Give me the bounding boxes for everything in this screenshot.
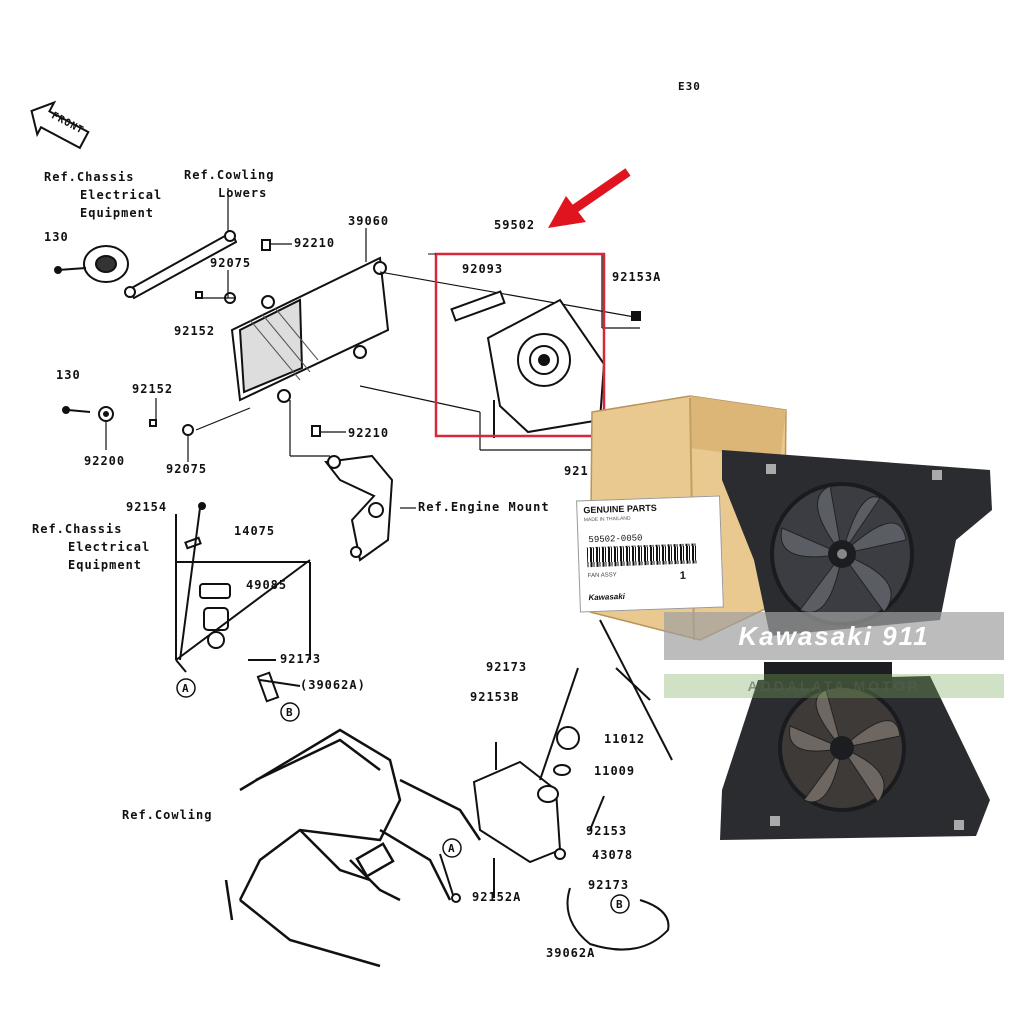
callout-92152A: 92152A xyxy=(472,890,522,904)
callout-59502: 59502 xyxy=(494,218,536,232)
callout-electrical-2: Electrical xyxy=(68,540,151,554)
horn xyxy=(54,245,129,283)
circle-markers xyxy=(176,678,630,914)
callout-39060: 39060 xyxy=(348,214,390,228)
fan-assembly-drawing xyxy=(450,290,606,438)
callout-39062A-paren: (39062A) xyxy=(300,678,366,692)
callout-43078: 43078 xyxy=(592,848,634,862)
bracket-upper xyxy=(124,230,238,300)
label-brand: Kawasaki xyxy=(588,591,626,603)
label-sub: MADE IN THAILAND xyxy=(583,515,631,524)
fan-highlight-box xyxy=(434,252,606,438)
marker-a-1: A xyxy=(182,682,190,695)
callout-92153B: 92153B xyxy=(470,690,520,704)
callout-equipment-1: Equipment xyxy=(80,206,155,220)
callout-92210-b: 92210 xyxy=(348,426,390,440)
callout-92152-a: 92152 xyxy=(174,324,216,338)
barcode xyxy=(586,543,698,568)
callout-ref-cowling-lowers: Ref.Cowling xyxy=(184,168,275,182)
callout-11009: 11009 xyxy=(594,764,636,778)
callout-92210-a: 92210 xyxy=(294,236,336,250)
callout-ref-engine-mount: Ref.Engine Mount xyxy=(418,500,550,514)
radiator xyxy=(230,256,390,403)
label-part-number: 59502-0050 xyxy=(588,533,643,546)
red-arrow-icon xyxy=(548,168,631,228)
genuine-parts-label: GENUINE PARTS MADE IN THAILAND 59502-005… xyxy=(576,495,724,613)
callout-ref-chassis-1: Ref.Chassis xyxy=(44,170,135,184)
page-code: E30 xyxy=(678,80,701,93)
label-desc: FAN ASSY xyxy=(587,572,617,580)
callout-921: 921 xyxy=(564,464,589,478)
engine-mount-bracket xyxy=(324,454,394,562)
front-arrow-icon xyxy=(30,100,90,150)
callout-92173-a: 92173 xyxy=(280,652,322,666)
callout-92093: 92093 xyxy=(462,262,504,276)
fan-photo-upper xyxy=(722,450,992,636)
callout-92153: 92153 xyxy=(586,824,628,838)
callout-lowers: Lowers xyxy=(218,186,268,200)
callout-39062A: 39062A xyxy=(546,946,596,960)
callout-92173-c: 92173 xyxy=(588,878,630,892)
marker-b-1: B xyxy=(286,706,294,719)
marker-b-2: B xyxy=(616,898,624,911)
callout-49085: 49085 xyxy=(246,578,288,592)
reservoir-tank xyxy=(439,619,673,951)
watermark-addalata-motor: ADDALATA MOTOR xyxy=(664,674,1004,698)
fan-photo-lower xyxy=(720,662,990,840)
callout-14075: 14075 xyxy=(234,524,276,538)
watermark-kawasaki-911: Kawasaki 911 xyxy=(664,612,1004,660)
callout-92153A: 92153A xyxy=(612,270,662,284)
callout-ref-chassis-2: Ref.Chassis xyxy=(32,522,123,536)
callout-11012: 11012 xyxy=(604,732,646,746)
label-qty: 1 xyxy=(679,569,687,582)
callout-92152-b: 92152 xyxy=(132,382,174,396)
callout-ref-cowling: Ref.Cowling xyxy=(122,808,213,822)
reservoir-cap-parts xyxy=(175,502,311,703)
callout-92075-b: 92075 xyxy=(166,462,208,476)
label-title: GENUINE PARTS xyxy=(583,502,657,516)
callout-130-a: 130 xyxy=(44,230,69,244)
callout-equipment-2: Equipment xyxy=(68,558,143,572)
leader-lines xyxy=(105,188,641,509)
cowling-stay-frame xyxy=(224,728,482,968)
callout-92200: 92200 xyxy=(84,454,126,468)
callout-electrical-1: Electrical xyxy=(80,188,163,202)
callout-92075-a: 92075 xyxy=(210,256,252,270)
callout-130-b: 130 xyxy=(56,368,81,382)
marker-a-2: A xyxy=(448,842,456,855)
callout-92173-b: 92173 xyxy=(486,660,528,674)
callout-92154: 92154 xyxy=(126,500,168,514)
